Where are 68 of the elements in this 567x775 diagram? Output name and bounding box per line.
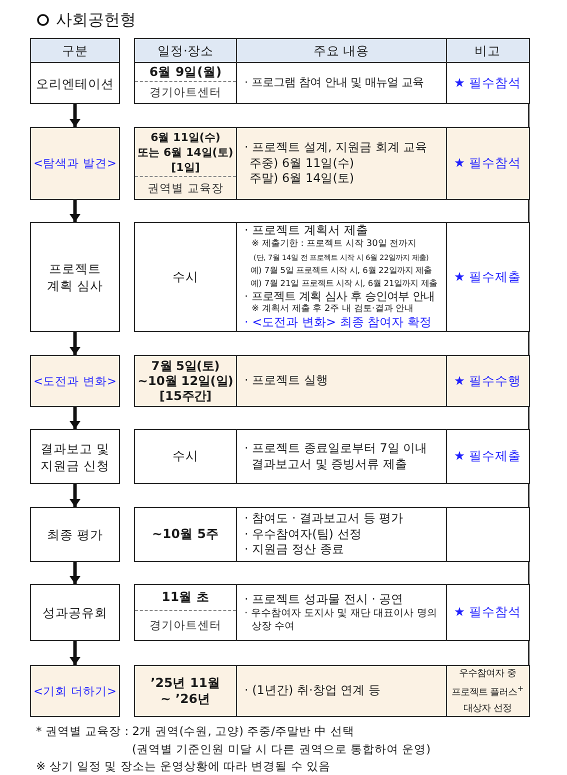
- note-text: ★ 필수참석: [454, 74, 522, 92]
- content-text: · 프로그램 참여 안내 및 매뉴얼 교육: [244, 76, 424, 90]
- content-text: · 우수참여자(팀) 선정: [244, 526, 362, 542]
- arrow: [71, 200, 79, 222]
- stage-label: <도전과 변화>: [34, 372, 116, 390]
- column-header: 주요 내용: [313, 42, 370, 59]
- date-text: 7월 5일(토) ~10월 12일(일) [15주간]: [138, 358, 234, 404]
- column-header: 비고: [474, 42, 500, 59]
- stage-box: [30, 584, 120, 641]
- date-text: 수시: [172, 268, 198, 286]
- note-text: ★ 필수참석: [454, 604, 522, 621]
- stage-label: <탐색과 발견>: [34, 155, 116, 172]
- date-text: ~10월 5주: [152, 526, 219, 543]
- content-text: · 프로젝트 성과물 전시 · 공연: [244, 592, 404, 608]
- note-text: ★ 필수참석: [454, 155, 522, 172]
- note-text: ★ 필수제출: [454, 448, 522, 465]
- content-text: · 프로젝트 실행: [244, 373, 328, 389]
- date-text: 6월 9일(월): [149, 64, 222, 80]
- footnote-text: * 권역별 교육장 : 2개 권역(수원, 고양) 주중/주말반 中 선택 (권역별 기준인원 미달 시 다른 권역으로 통합하여 운영): [36, 723, 431, 758]
- note-text: ★ 필수제출: [454, 268, 522, 286]
- arrow: [71, 332, 79, 355]
- venue-text: 경기아트센터: [150, 618, 222, 633]
- date-text: 11월 초: [162, 589, 210, 606]
- content-text: · 지원금 정산 종료: [244, 542, 344, 558]
- header-box: [30, 38, 120, 64]
- content-text: · (1년간) 취·창업 연계 등: [244, 683, 380, 699]
- stage-box: [30, 62, 120, 104]
- content-text: · 프로젝트 계획 심사 후 승인여부 안내: [244, 290, 435, 304]
- stage-box: [30, 222, 120, 332]
- arrow: [71, 407, 79, 429]
- venue-text: 권역별 교육장: [148, 180, 224, 196]
- stage-label: <기회 더하기>: [34, 682, 116, 700]
- date-text: 6월 11일(수) 또는 6월 14일(토) [1일]: [138, 130, 234, 174]
- stage-label: 프로젝트 계획 심사: [47, 260, 103, 294]
- content-text: ※ 계획서 제출 후 2주 내 검토·결과 안내: [252, 303, 414, 316]
- column-header: 구분: [62, 42, 88, 60]
- content-text: · 프로젝트 계획서 제출: [244, 224, 368, 238]
- stage-box: [30, 127, 120, 200]
- stage-label: 결과보고 및 지원금 신청: [40, 440, 110, 474]
- title-text: 사회공헌형: [56, 9, 136, 30]
- content-text: · 우수참여자 도지사 및 재단 대표이사 명의 상장 수여: [244, 607, 437, 634]
- stage-box: [30, 507, 120, 562]
- stage-box: [30, 665, 120, 717]
- footnote-text: ※ 상기 일정 및 장소는 운영상황에 따라 변경될 수 있음: [36, 758, 331, 775]
- column-header: 일정·장소: [158, 42, 214, 59]
- content-text: · <도전과 변화> 최종 참여자 확정: [244, 316, 432, 330]
- content-text: 주중) 6월 11일(수): [250, 156, 354, 172]
- content-text: · 프로젝트 종료일로부터 7일 이내 결과보고서 및 증빙서류 제출: [244, 440, 428, 472]
- stage-label: 성과공유회: [42, 604, 108, 621]
- arrow: [71, 641, 79, 665]
- date-text: ’25년 11월 ~ ’26년: [150, 675, 220, 707]
- content-text: 예) 7월 5일 프로젝트 시작 시, 6월 22일까지 제출: [250, 264, 432, 277]
- date-text: 수시: [172, 448, 198, 465]
- content-text: 예) 7월 21일 프로젝트 시작 시, 6월 21일까지 제출: [250, 276, 437, 290]
- note-text: ★ 필수수행: [454, 372, 522, 390]
- stage-label: 최종 평가: [47, 526, 103, 543]
- note-text: 우수참여자 중 프로젝트 플러스$^{+}$ 대상자 선정: [451, 667, 524, 716]
- arrow: [71, 484, 79, 507]
- arrow: [71, 562, 79, 584]
- stage-box: [30, 355, 120, 407]
- content-text: 주말) 6월 14일(토): [250, 171, 354, 187]
- content-text: · 프로젝트 설계, 지원금 회계 교육: [244, 140, 428, 156]
- stage-box: [30, 429, 120, 484]
- venue-text: 경기아트센터: [150, 85, 222, 100]
- arrow: [71, 104, 79, 127]
- content-text: ※ 제출기한 : 프로젝트 시작 30일 전까지: [252, 238, 417, 251]
- stage-label: 오리엔테이션: [36, 74, 114, 92]
- content-text: · 참여도 · 결과보고서 등 평가: [244, 511, 404, 527]
